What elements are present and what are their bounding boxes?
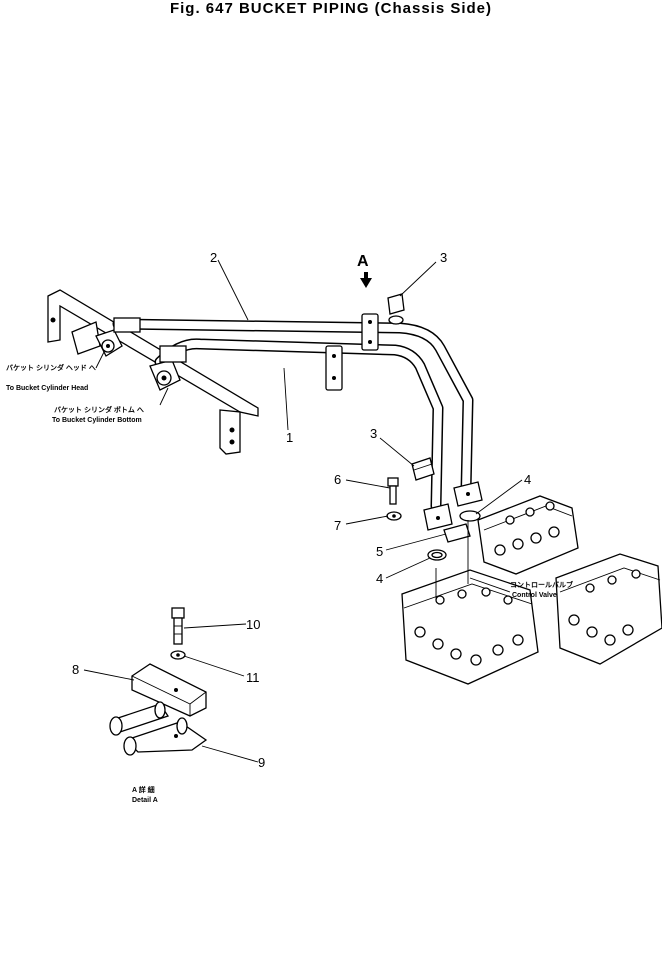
callout-6: 6: [334, 472, 341, 487]
split-flange-5: [443, 523, 471, 543]
note-bottom-en: To Bucket Cylinder Bottom: [52, 417, 142, 424]
callout-9: 9: [258, 755, 265, 770]
callout-7: 7: [334, 518, 341, 533]
note-valve-jp: コントロールバルブ: [510, 580, 573, 589]
callout-4-lower: 4: [376, 571, 383, 586]
callout-3-top: 3: [440, 250, 447, 265]
control-valve-right: [555, 553, 662, 665]
callout-11: 11: [246, 670, 260, 685]
note-head-en: To Bucket Cylinder Head: [6, 385, 88, 392]
detail-a-bolt-10: [171, 607, 185, 645]
plug-3-side: [411, 457, 435, 481]
figure-title: Fig. 647 BUCKET PIPING (Chassis Side): [169, 0, 493, 17]
plug-3-top: [387, 293, 405, 325]
callout-4-upper: 4: [524, 472, 531, 487]
callout-2: 2: [210, 250, 217, 265]
view-a-arrow: [360, 272, 372, 288]
view-a-label: A: [357, 253, 369, 270]
cylinder-head-fitting: [95, 317, 141, 357]
callout-5: 5: [376, 544, 383, 559]
callout-10: 10: [246, 617, 260, 632]
control-valve-front: [401, 520, 539, 685]
pipe-clamp-lower: [325, 345, 343, 391]
note-head-jp: バケット シリンダ ヘッド へ: [6, 363, 96, 372]
note-bottom-jp: バケット シリンダ ボトム へ: [54, 405, 144, 414]
flange-pipe-1: [423, 503, 453, 531]
flange-pipe-2: [453, 481, 483, 522]
callout-8: 8: [72, 662, 79, 677]
note-detail-jp: A 詳 細: [132, 785, 155, 794]
detail-a-clamp-9: [109, 701, 208, 756]
bolt-6: [387, 477, 399, 505]
o-ring-4-lower: [427, 549, 447, 561]
note-valve-en: Control Valve: [512, 592, 557, 599]
callout-1: 1: [286, 430, 293, 445]
pipe-clamp-upper: [361, 313, 379, 351]
control-valve-rear: [477, 495, 579, 575]
callout-3-side: 3: [370, 426, 377, 441]
leader-lines: [83, 259, 523, 763]
pipe-2: [112, 318, 474, 496]
washer-7: [386, 511, 402, 521]
detail-a-washer-11: [170, 650, 186, 660]
detail-a-clamp-8: [131, 663, 207, 717]
cylinder-bottom-fitting: [149, 345, 187, 391]
note-detail-en: Detail A: [132, 797, 158, 804]
